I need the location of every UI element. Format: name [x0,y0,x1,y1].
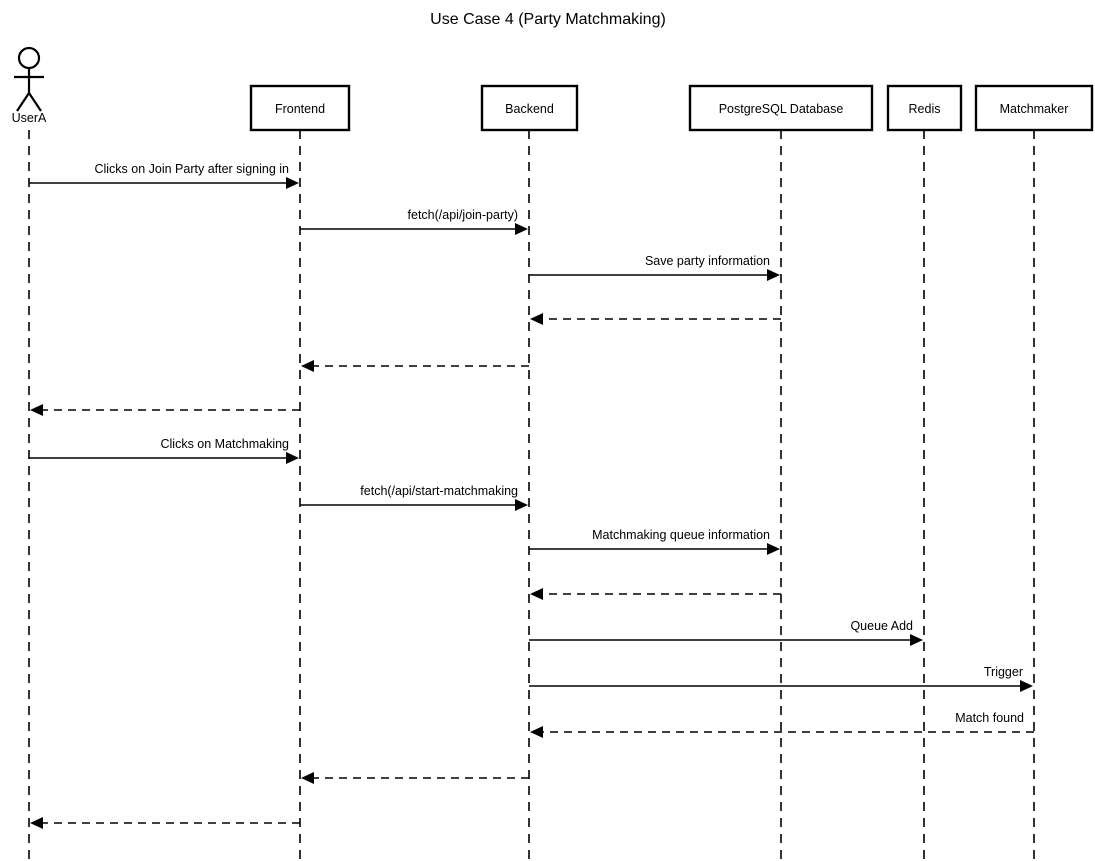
message-label: Trigger [984,665,1023,679]
message-match-found[interactable]: Match found [530,711,1034,738]
message-fetch-api-start-matchmaking[interactable]: fetch(/api/start-matchmaking [300,484,528,511]
message-clicks-on-join-party-after-signing-in[interactable]: Clicks on Join Party after signing in [29,162,299,189]
participant-postgresql-database[interactable]: PostgreSQL Database [688,84,874,132]
message-save-party-information[interactable]: Save party information [529,254,780,281]
message-queue-add[interactable]: Queue Add [529,619,923,646]
message-label: Clicks on Matchmaking [160,437,289,451]
lifelines-group [28,130,1035,861]
message-arrowhead-icon [530,726,543,738]
participant-label-postgresql-database: PostgreSQL Database [719,102,844,116]
message-label: Save party information [645,254,770,268]
message-arrowhead-icon [515,499,528,511]
message-arrowhead-icon [530,313,543,325]
message-arrowhead-icon [286,177,299,189]
message-frontend-to-usera[interactable] [30,817,300,829]
message-arrowhead-icon [530,588,543,600]
message-fetch-api-join-party[interactable]: fetch(/api/join-party) [300,208,528,235]
message-arrowhead-icon [301,360,314,372]
message-arrowhead-icon [301,772,314,784]
participant-label-usera: UserA [12,111,47,125]
actor-leg-left-icon [16,92,30,112]
participant-matchmaker[interactable]: Matchmaker [974,84,1094,132]
message-arrowhead-icon [767,269,780,281]
message-postgresql-database-to-backend[interactable] [530,588,781,600]
participant-box-matchmaker [974,84,1094,132]
message-trigger[interactable]: Trigger [529,665,1033,692]
message-label: fetch(/api/start-matchmaking [360,484,518,498]
participant-backend[interactable]: Backend [480,84,579,132]
participant-box-backend [480,84,579,132]
message-label: Queue Add [850,619,913,633]
message-frontend-to-usera[interactable] [30,404,300,416]
participant-label-backend: Backend [505,102,554,116]
message-arrowhead-icon [30,404,43,416]
participants-group: UserA Frontend Backend PostgreSQL Database R… [12,46,1094,132]
message-backend-to-frontend[interactable] [301,360,529,372]
participant-box-frontend [249,84,351,132]
participant-redis[interactable]: Redis [886,84,963,132]
participant-label-frontend: Frontend [275,102,325,116]
message-arrowhead-icon [767,543,780,555]
message-arrowhead-icon [1020,680,1033,692]
actor-head-icon [17,46,41,70]
messages-group: Clicks on Join Party after signing in fet… [29,162,1034,829]
message-arrowhead-icon [286,452,299,464]
participant-frontend[interactable]: Frontend [249,84,351,132]
participant-box-postgresql-database [688,84,874,132]
actor-leg-right-icon [28,92,42,112]
message-arrowhead-icon [30,817,43,829]
message-label: Match found [955,711,1024,725]
message-matchmaking-queue-information[interactable]: Matchmaking queue information [529,528,780,555]
message-arrowhead-icon [515,223,528,235]
message-postgresql-database-to-backend[interactable] [530,313,781,325]
participant-label-redis: Redis [909,102,941,116]
message-label: fetch(/api/join-party) [408,208,518,222]
message-backend-to-frontend[interactable] [301,772,529,784]
participant-usera[interactable]: UserA [12,46,47,125]
participant-label-matchmaker: Matchmaker [1000,102,1069,116]
message-clicks-on-matchmaking[interactable]: Clicks on Matchmaking [29,437,299,464]
message-label: Clicks on Join Party after signing in [94,162,289,176]
participant-box-redis [886,84,963,132]
page-title: Use Case 4 (Party Matchmaking) [430,11,666,28]
message-arrowhead-icon [910,634,923,646]
message-label: Matchmaking queue information [592,528,770,542]
